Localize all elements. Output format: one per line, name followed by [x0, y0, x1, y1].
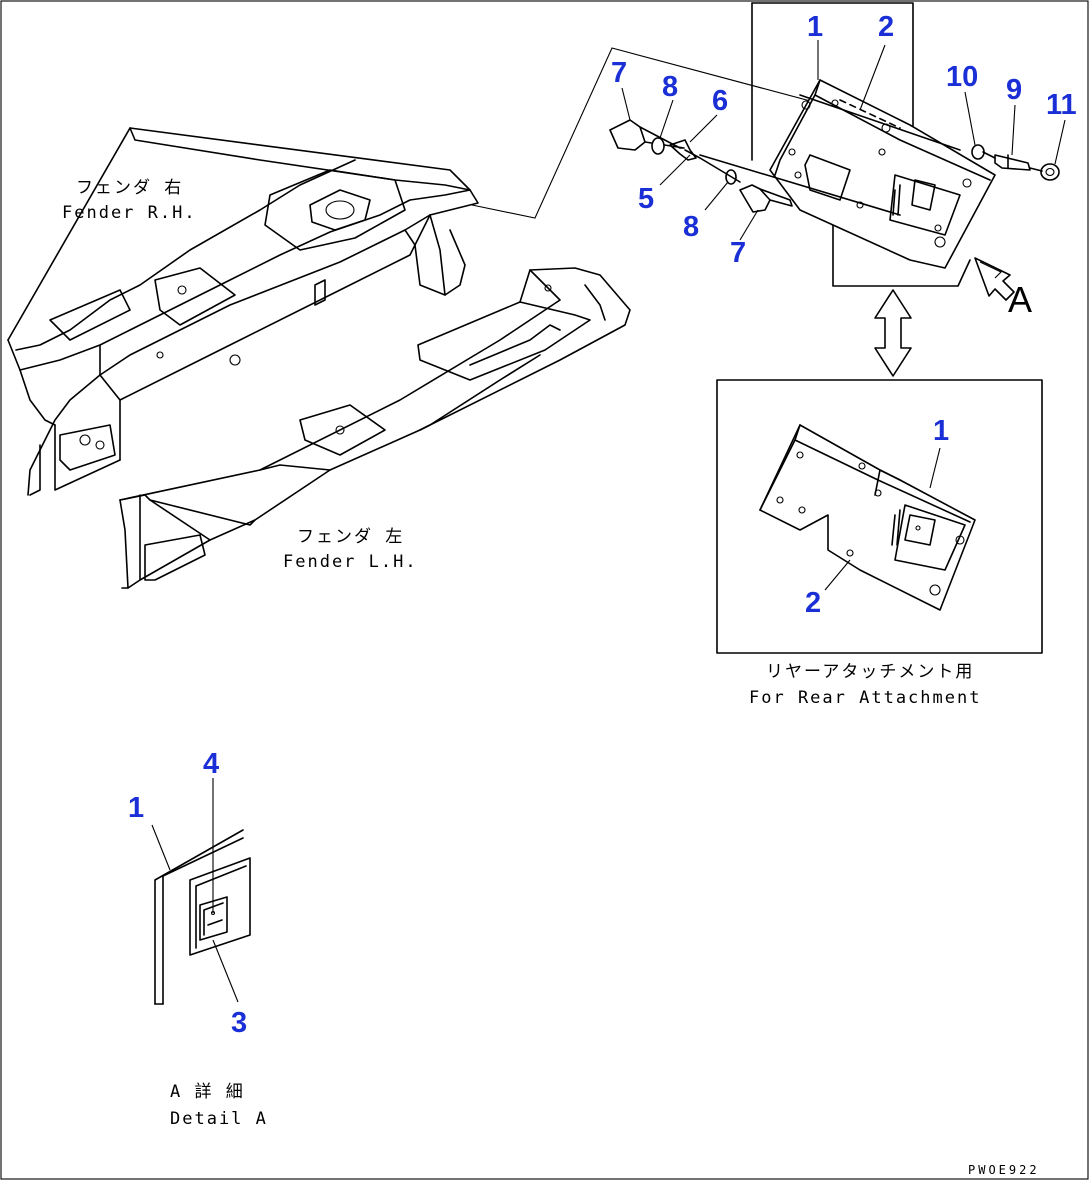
text-labels: フェンダ 右 Fender R.H. フェンダ 左 Fender L.H. リヤ… — [62, 178, 1040, 1177]
fender-rh-label-en: Fender R.H. — [62, 203, 197, 223]
rear-attachment-label-jp: リヤーアタッチメント用 — [766, 662, 974, 682]
callout-1-detail: 1 — [128, 792, 144, 824]
fender-lh-label-en: Fender L.H. — [283, 552, 418, 572]
double-arrow — [874, 289, 912, 377]
fender-lh-drawing — [119, 267, 631, 589]
callout-8-b: 8 — [683, 211, 699, 243]
drawing-code: PWOE922 — [968, 1163, 1040, 1177]
callout-1-top: 1 — [807, 11, 823, 43]
callout-10: 10 — [946, 61, 978, 93]
callout-7-b: 7 — [730, 237, 746, 269]
callout-9: 9 — [1006, 74, 1022, 106]
callout-4-detail: 4 — [203, 748, 219, 780]
fender-rh-drawing — [7, 127, 479, 496]
rear-attachment-bracket — [759, 424, 976, 611]
detail-a-drawing — [154, 829, 251, 1005]
callout-3-detail: 3 — [231, 1007, 247, 1039]
rear-attachment-label-en: For Rear Attachment — [749, 688, 981, 708]
callout-6: 6 — [712, 85, 728, 117]
callout-11: 11 — [1046, 89, 1077, 121]
rear-attachment-frame — [716, 379, 1043, 654]
view-a-arrow — [974, 257, 1015, 301]
callout-2-top: 2 — [878, 11, 894, 43]
view-a-label: A — [1008, 279, 1032, 320]
callout-2-rear: 2 — [805, 587, 821, 619]
callout-leaders — [151, 40, 1066, 1003]
fender-rh-label-jp: フェンダ 右 — [76, 178, 183, 198]
detail-a-label-en: Detail A — [170, 1109, 268, 1129]
detail-a-label-jp: A 詳 細 — [170, 1082, 245, 1102]
leader-line — [471, 47, 901, 219]
callout-5: 5 — [638, 183, 654, 215]
bracket-assembly-top — [609, 2, 1060, 287]
callout-7-a: 7 — [611, 57, 627, 89]
callout-numbers: 1 2 7 8 6 5 8 7 10 9 11 1 2 4 1 3 — [128, 11, 1077, 1039]
fender-lh-label-jp: フェンダ 左 — [297, 527, 404, 547]
callout-8-a: 8 — [662, 71, 678, 103]
callout-1-rear: 1 — [933, 415, 949, 447]
